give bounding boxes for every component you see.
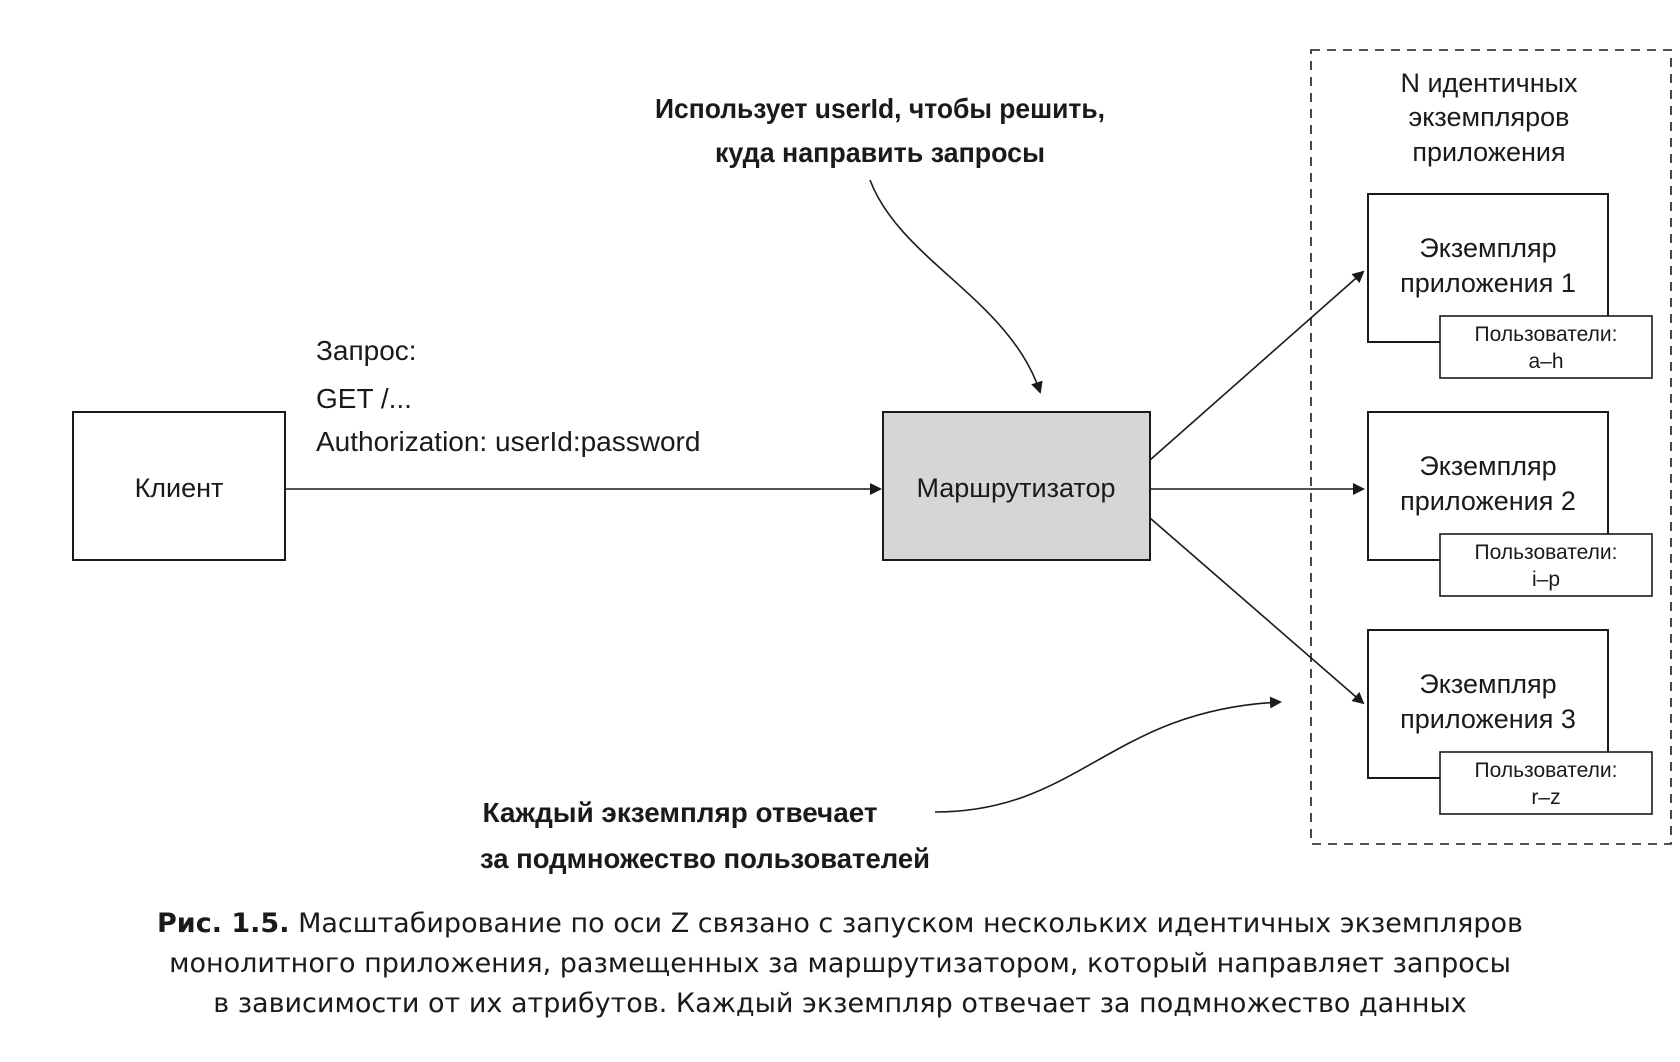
caption-line3: в зависимости от их атрибутов. Каждый эк… (213, 988, 1467, 1019)
caption-line2: монолитного приложения, размещенных за м… (169, 948, 1511, 979)
router-to-instance-1-arrow (1149, 270, 1365, 461)
instance-2-users-box (1439, 533, 1653, 597)
group-title-line2: экземпляров (1409, 102, 1570, 132)
instance-3-users-box (1439, 751, 1653, 815)
instance-2-line2: приложения 2 (1400, 486, 1576, 516)
instance-2-box: Экземпляр приложения 2 Пользователи: i–p (1367, 411, 1653, 597)
client-label: Клиент (135, 473, 224, 503)
instance-2-line1: Экземпляр (1419, 451, 1556, 481)
instance-1-line1: Экземпляр (1419, 233, 1556, 263)
instances-note-line2: за подмножество пользователей (480, 843, 930, 874)
figure-caption: Рис. 1.5. Масштабирование по оси Z связа… (0, 904, 1680, 1024)
diagram: Использует userId, чтобы решить, куда на… (72, 49, 1672, 874)
group-title-line1: N идентичных (1400, 68, 1578, 98)
client-box: Клиент (72, 411, 286, 561)
instance-2-users-range: i–p (1532, 568, 1560, 591)
caption-prefix: Рис. 1.5. (157, 908, 290, 939)
instance-3-users-range: r–z (1531, 786, 1560, 809)
instance-3-line1: Экземпляр (1419, 669, 1556, 699)
request-line1: Запрос: (316, 335, 417, 366)
router-note-arrow (869, 179, 1043, 394)
instance-1-users-box (1439, 315, 1653, 379)
instance-2-users-label: Пользователи: (1475, 541, 1618, 564)
caption-line1-text: Масштабирование по оси Z связано с запус… (289, 908, 1523, 939)
caption-line1: Рис. 1.5. Масштабирование по оси Z связа… (0, 904, 1680, 944)
router-to-instance-3-arrow (1149, 517, 1365, 705)
instance-3-box: Экземпляр приложения 3 Пользователи: r–z (1367, 629, 1653, 815)
request-line2: GET /... (316, 383, 412, 414)
instances-note-line1: Каждый экземпляр отвечает (483, 797, 878, 828)
instance-1-users-range: a–h (1528, 350, 1563, 373)
router-box: Маршрутизатор (882, 411, 1151, 561)
instances-group-boundary (1310, 49, 1672, 845)
router-label: Маршрутизатор (916, 473, 1115, 503)
instances-note-arrow (934, 696, 1282, 813)
instance-1-users-label: Пользователи: (1475, 323, 1618, 346)
router-note-line1: Использует userId, чтобы решить, (655, 93, 1105, 124)
router-note-line2: куда направить запросы (715, 137, 1045, 168)
group-title-line3: приложения (1412, 137, 1565, 167)
instance-3-line2: приложения 3 (1400, 704, 1576, 734)
instance-3-users-label: Пользователи: (1475, 759, 1618, 782)
request-line3: Authorization: userId:password (316, 426, 700, 457)
instance-1-line2: приложения 1 (1400, 268, 1576, 298)
instance-1-box: Экземпляр приложения 1 Пользователи: a–h (1367, 193, 1653, 379)
